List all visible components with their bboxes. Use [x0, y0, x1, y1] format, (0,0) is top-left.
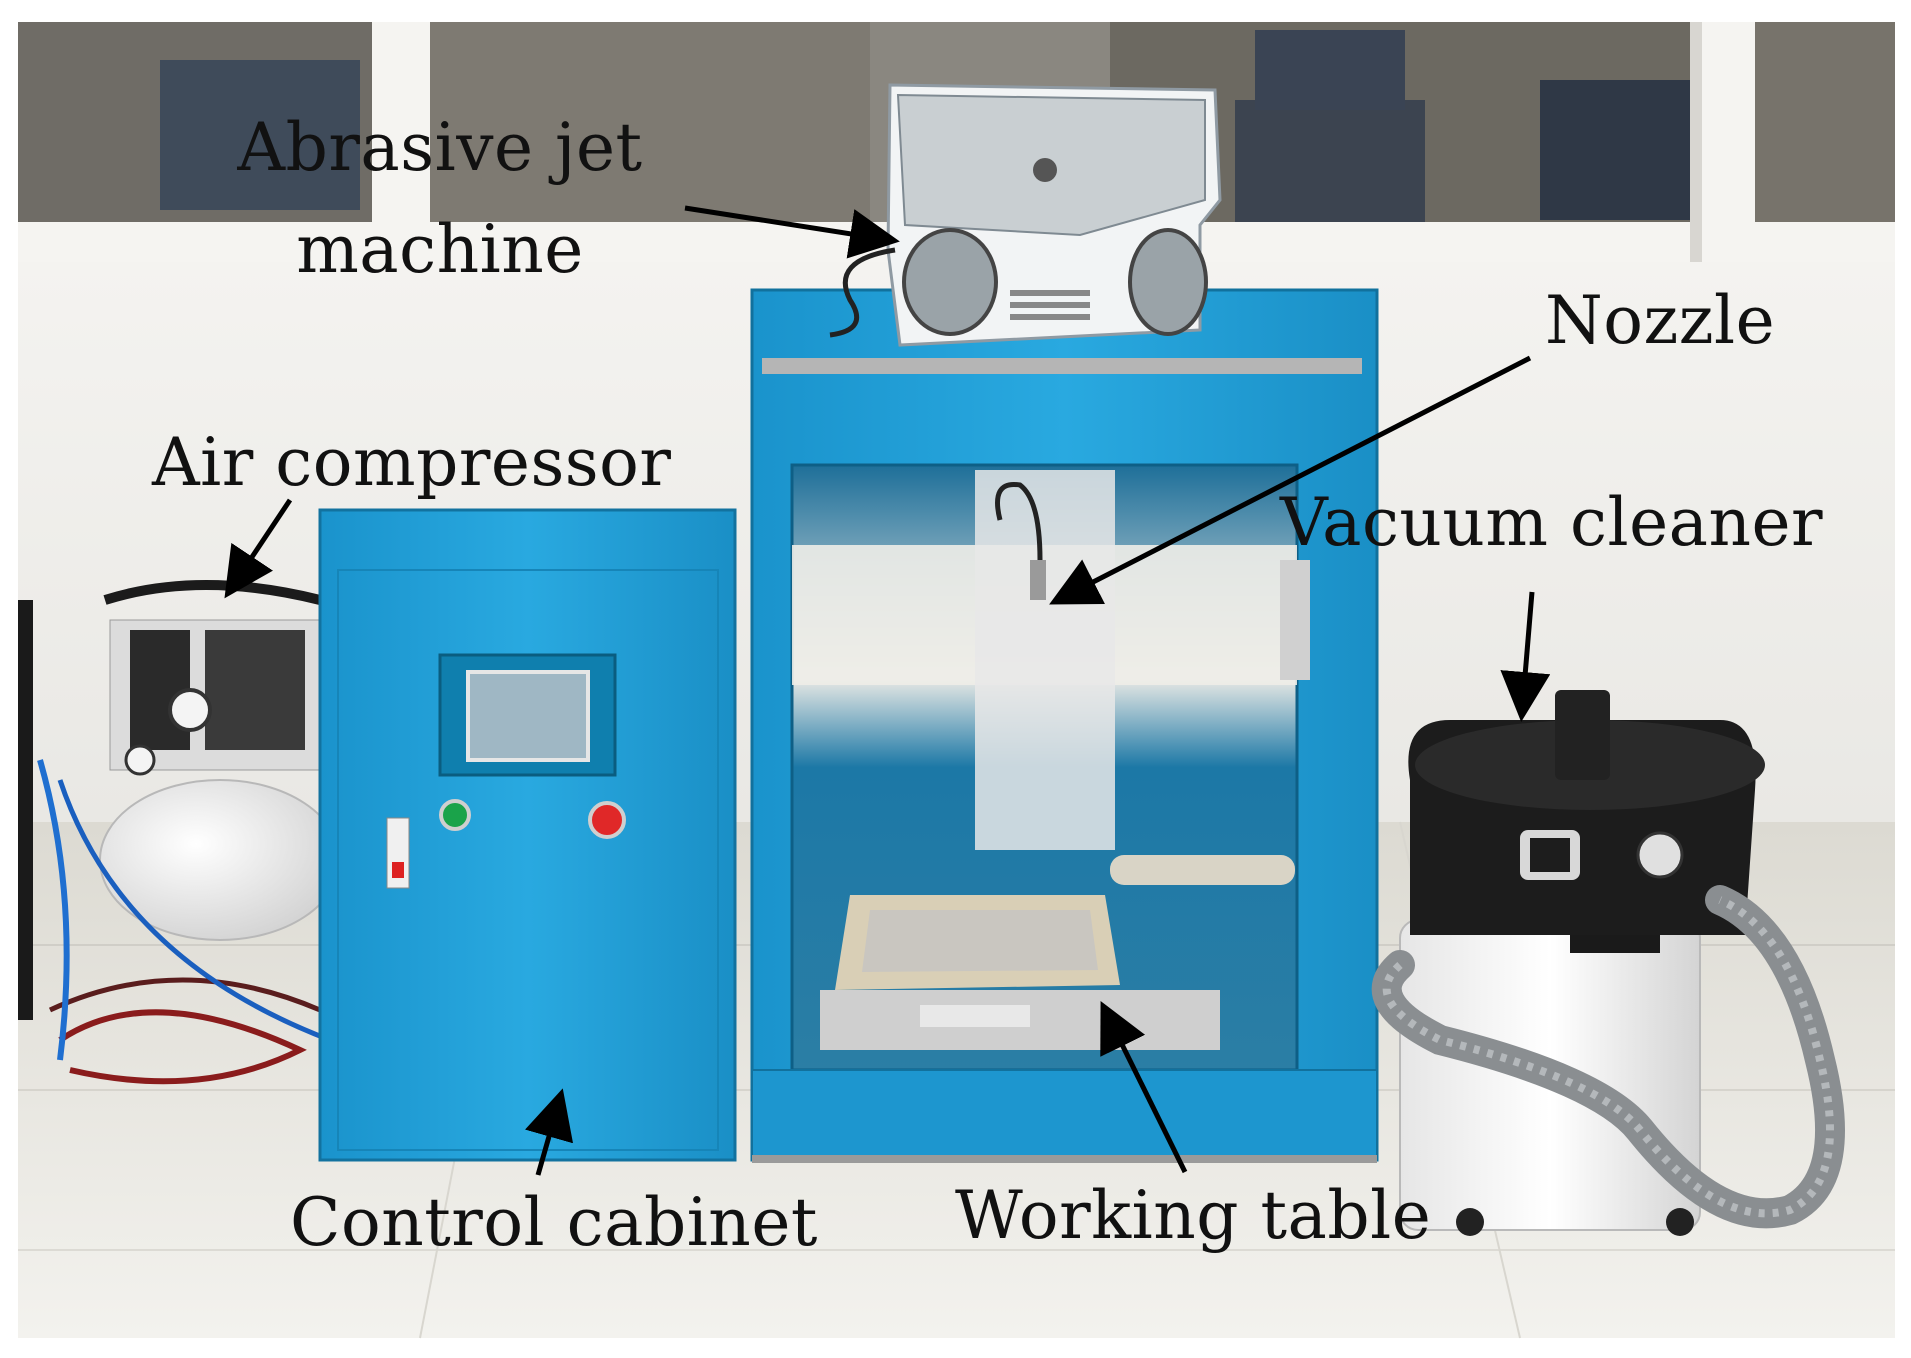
control-cabinet-photo — [318, 508, 737, 1162]
arrow-working-table — [1100, 1001, 1188, 1174]
label-air-compressor: Air compressor — [152, 424, 672, 501]
abrasive-jet-machine-photo — [829, 83, 1222, 347]
arrow-vacuum-cleaner — [1500, 591, 1551, 722]
label-abrasive-jet-line1: Abrasive jet — [237, 109, 643, 186]
label-abrasive-jet-line2: machine — [296, 211, 584, 288]
air-compressor-photo — [18, 580, 341, 1085]
callout-arrows — [224, 205, 1551, 1176]
arrow-control-cabinet — [524, 1088, 574, 1176]
arrow-abrasive-jet — [684, 205, 900, 259]
label-nozzle: Nozzle — [1545, 282, 1776, 359]
vacuum-cleaner-photo — [1371, 690, 1845, 1236]
arrow-air-compressor — [224, 498, 293, 599]
arrow-nozzle — [1049, 355, 1532, 605]
label-working-table: Working table — [955, 1177, 1432, 1254]
label-vacuum-cleaner: Vacuum cleaner — [1280, 484, 1824, 561]
label-control-cabinet: Control cabinet — [290, 1184, 818, 1261]
abrasive-jet-frame-photo — [750, 288, 1379, 1163]
